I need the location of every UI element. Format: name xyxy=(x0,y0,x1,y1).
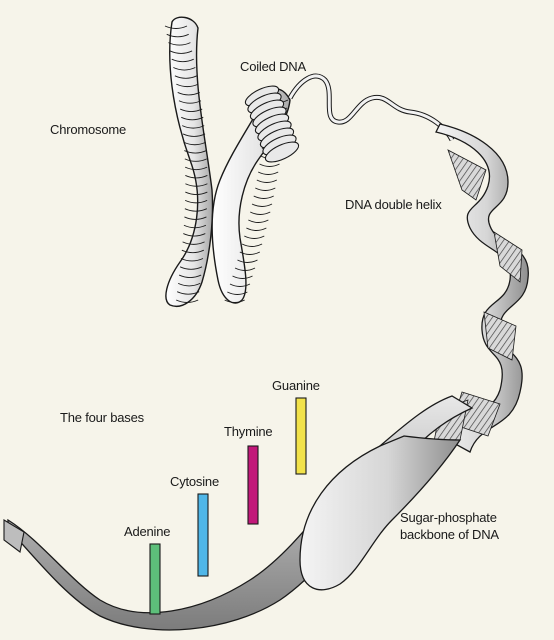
label-thymine: Thymine xyxy=(224,424,272,439)
base-cytosine-bar xyxy=(198,494,208,576)
label-chromosome: Chromosome xyxy=(50,122,126,137)
chromosome-band xyxy=(258,172,278,175)
chromosome-band xyxy=(250,212,270,215)
chromosome-band xyxy=(252,204,272,207)
label-coiled-dna: Coiled DNA xyxy=(240,59,306,74)
base-adenine-bar xyxy=(150,544,160,614)
chromosome-band xyxy=(257,180,277,183)
chromosome-band xyxy=(254,196,274,199)
chromosome-band xyxy=(255,188,275,191)
label-the-four-bases: The four bases xyxy=(60,410,144,425)
label-backbone-line2: backbone of DNA xyxy=(400,527,499,542)
label-guanine: Guanine xyxy=(272,378,320,393)
chromosome-band xyxy=(260,164,280,167)
label-adenine: Adenine xyxy=(124,524,170,539)
label-cytosine: Cytosine xyxy=(170,474,219,489)
coiled-dna-shape xyxy=(243,76,452,166)
label-dna-double-helix: DNA double helix xyxy=(345,197,442,212)
chromosome-band xyxy=(248,220,268,223)
base-guanine-bar xyxy=(296,398,306,474)
label-backbone-line1: Sugar-phosphate xyxy=(400,510,497,525)
label-sugar-phosphate-backbone: Sugar-phosphate backbone of DNA xyxy=(400,509,540,543)
chromosome-band xyxy=(244,236,264,239)
base-thymine-bar xyxy=(248,446,258,524)
chromosome-band xyxy=(246,228,266,231)
chromosome-band xyxy=(242,244,262,247)
